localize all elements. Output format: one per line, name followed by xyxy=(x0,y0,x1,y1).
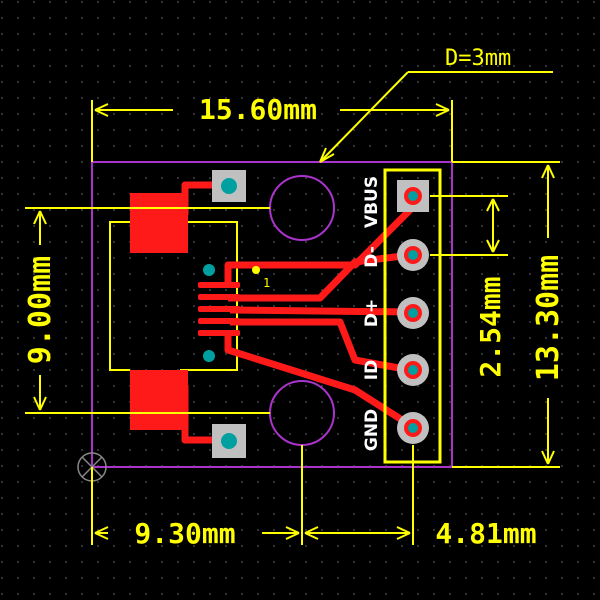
usb-signal-pads xyxy=(198,282,240,336)
locating-hole-bottom xyxy=(203,350,215,362)
dimension-lines xyxy=(25,71,560,545)
header-pin-vbus xyxy=(397,180,429,212)
shield-pad-top xyxy=(130,193,188,253)
pin-label-id: ID xyxy=(362,360,382,380)
shield-through-hole-top xyxy=(212,170,246,202)
dim-bottom-left-label: 9.30mm xyxy=(134,517,235,550)
dim-width-total-label: 15.60mm xyxy=(199,93,317,126)
dim-pitch-label: 2.54mm xyxy=(474,276,507,377)
header-pin-dplus xyxy=(397,297,429,329)
pin-label-dplus: D+ xyxy=(362,299,382,327)
dim-height-total-label: 13.30mm xyxy=(531,255,566,381)
pin-label-dminus: D- xyxy=(362,246,382,267)
board-outline xyxy=(91,161,453,468)
pin-label-gnd: GND xyxy=(362,409,382,451)
pin-label-vbus: VBUS xyxy=(362,176,382,228)
shield-through-hole-bottom xyxy=(212,424,246,458)
header-pin-id xyxy=(397,354,429,386)
locating-hole-top xyxy=(203,264,215,276)
header-pin-dminus xyxy=(397,239,429,271)
pin1-dot xyxy=(252,266,260,274)
dim-bottom-right-label: 4.81mm xyxy=(435,517,536,550)
dim-height-left-label: 9.00mm xyxy=(23,256,58,364)
dim-diameter-label: D=3mm xyxy=(445,46,511,71)
pin1-label: 1 xyxy=(263,276,270,290)
header-pin-gnd xyxy=(397,412,429,444)
shield-pad-bottom xyxy=(130,370,188,430)
